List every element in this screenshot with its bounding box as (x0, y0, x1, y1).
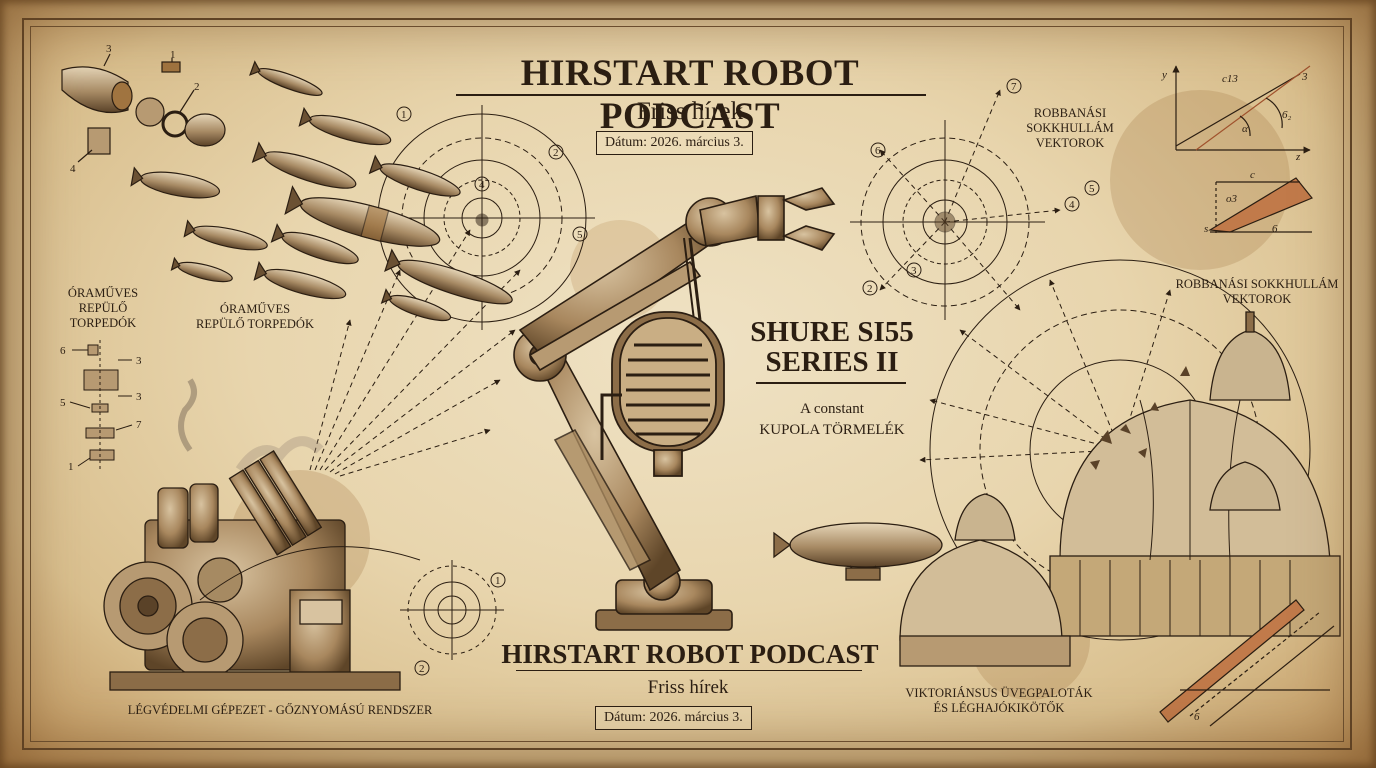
mic-label-rule (756, 382, 906, 384)
svg-text:c: c (1250, 169, 1255, 181)
svg-text:7: 7 (1011, 81, 1017, 93)
svg-text:1: 1 (170, 49, 176, 61)
blast-target-right (850, 89, 1061, 320)
mic-caption-line2: KUPOLA TÖRMELÉK (759, 422, 905, 438)
mic-caption: A constant KUPOLA TÖRMELÉK (746, 399, 918, 441)
svg-text:α: α (1242, 123, 1248, 135)
label-torpedoes-left: ÓRAMŰVES REPÜLŐ TORPEDÓK (67, 286, 139, 330)
steam-cannon-machine (103, 378, 401, 691)
svg-text:2: 2 (194, 81, 200, 93)
mic-model-line2: SERIES II (765, 346, 899, 378)
glass-palaces (899, 311, 1341, 667)
svg-text:5: 5 (60, 397, 66, 409)
svg-text:4: 4 (70, 163, 76, 175)
label-glass-palaces: VIKTORIÁNSUS ÜVEGPALOTÁK ÉS LÉGHAJÓKIKÖT… (905, 686, 1093, 715)
svg-text:3: 3 (136, 355, 142, 367)
microphone (600, 311, 725, 477)
crosshair-bottom-numbers: 12 (419, 575, 501, 675)
podcast-subtitle-bottom: Friss hírek (647, 677, 729, 698)
svg-text:6: 6 (60, 345, 66, 357)
svg-text:6: 6 (875, 145, 881, 157)
graph-mid-right (1208, 177, 1313, 236)
podcast-subtitle-top: Friss hírek (636, 98, 744, 125)
arc-line-left (199, 546, 421, 601)
mic-model-line1: SHURE SI55 (750, 316, 914, 348)
blast-target-right-markers: 7 6 4 5 3 2 (862, 78, 1100, 296)
label-torpedoes-mid: ÓRAMŰVES REPÜLŐ TORPEDÓK (196, 302, 314, 331)
svg-text:3: 3 (1301, 71, 1308, 83)
svg-text:y: y (1161, 69, 1167, 81)
title-rule-bottom (516, 670, 862, 671)
svg-text:1: 1 (401, 109, 407, 121)
svg-text:z: z (1295, 151, 1301, 163)
svg-text:1: 1 (68, 461, 74, 473)
target-left-markers: 1 2 4 5 (396, 106, 588, 242)
mic-model-label: SHURE SI55 SERIES II (746, 317, 918, 377)
svg-text:3: 3 (106, 43, 112, 55)
svg-text:s: s (1204, 223, 1208, 235)
svg-text:6₂: 6₂ (1282, 109, 1292, 121)
airship (773, 522, 943, 581)
outer-border (22, 18, 1352, 750)
svg-text:c13: c13 (1222, 73, 1238, 85)
svg-text:5: 5 (577, 229, 583, 241)
svg-text:6: 6 (1194, 711, 1200, 723)
label-anti-air-machine: LÉGVÉDELMI GÉPEZET - GŐZNYOMÁSÚ RENDSZER (127, 703, 433, 717)
robot-arm (513, 187, 836, 631)
svg-text:4: 4 (479, 179, 485, 191)
graph-bottom-right (1159, 599, 1335, 727)
crosshair-bottom (400, 560, 506, 676)
svg-text:2: 2 (867, 283, 873, 295)
graph-top-right-labels: y c13 3 α 6₂ z (1161, 69, 1308, 163)
podcast-title-top: HIRSTART ROBOT PODCAST (520, 53, 860, 137)
podcast-title-bottom: HIRSTART ROBOT PODCAST (501, 639, 879, 669)
title-rule-top (456, 94, 926, 96)
svg-text:5: 5 (1089, 183, 1095, 195)
graph-bottom-right-labels: 6 (1194, 711, 1200, 723)
label-blast-vectors-top: ROBBANÁSI SOKKHULLÁM VEKTOROK (1026, 106, 1114, 150)
label-blast-vectors-right: ROBBANÁSI SOKKHULLÁM VEKTOROK (1175, 277, 1339, 306)
exploded-parts-top (61, 53, 226, 163)
mic-caption-line1: A constant (800, 401, 864, 417)
svg-text:6: 6 (1272, 223, 1278, 235)
svg-text:o3: o3 (1226, 193, 1238, 205)
svg-text:3: 3 (911, 265, 917, 277)
svg-text:7: 7 (136, 419, 142, 431)
graph-mid-right-labels: c o3 s 6 (1204, 169, 1278, 235)
exploded-parts-left (69, 340, 133, 470)
graph-top-right (1172, 65, 1311, 154)
torpedo-swarm (130, 60, 513, 322)
svg-text:1: 1 (495, 575, 501, 587)
svg-text:2: 2 (553, 147, 559, 159)
svg-text:4: 4 (1069, 199, 1075, 211)
date-badge-bottom: Dátum: 2026. március 3. (595, 706, 752, 730)
exploded-parts-top-numbers: 3 1 2 4 (70, 43, 200, 175)
svg-text:2: 2 (419, 663, 425, 675)
inner-border (30, 26, 1344, 742)
svg-text:3: 3 (136, 391, 142, 403)
exploded-parts-left-numbers: 6 3 5 3 7 1 (60, 345, 142, 473)
date-badge-top: Dátum: 2026. március 3. (596, 131, 753, 155)
